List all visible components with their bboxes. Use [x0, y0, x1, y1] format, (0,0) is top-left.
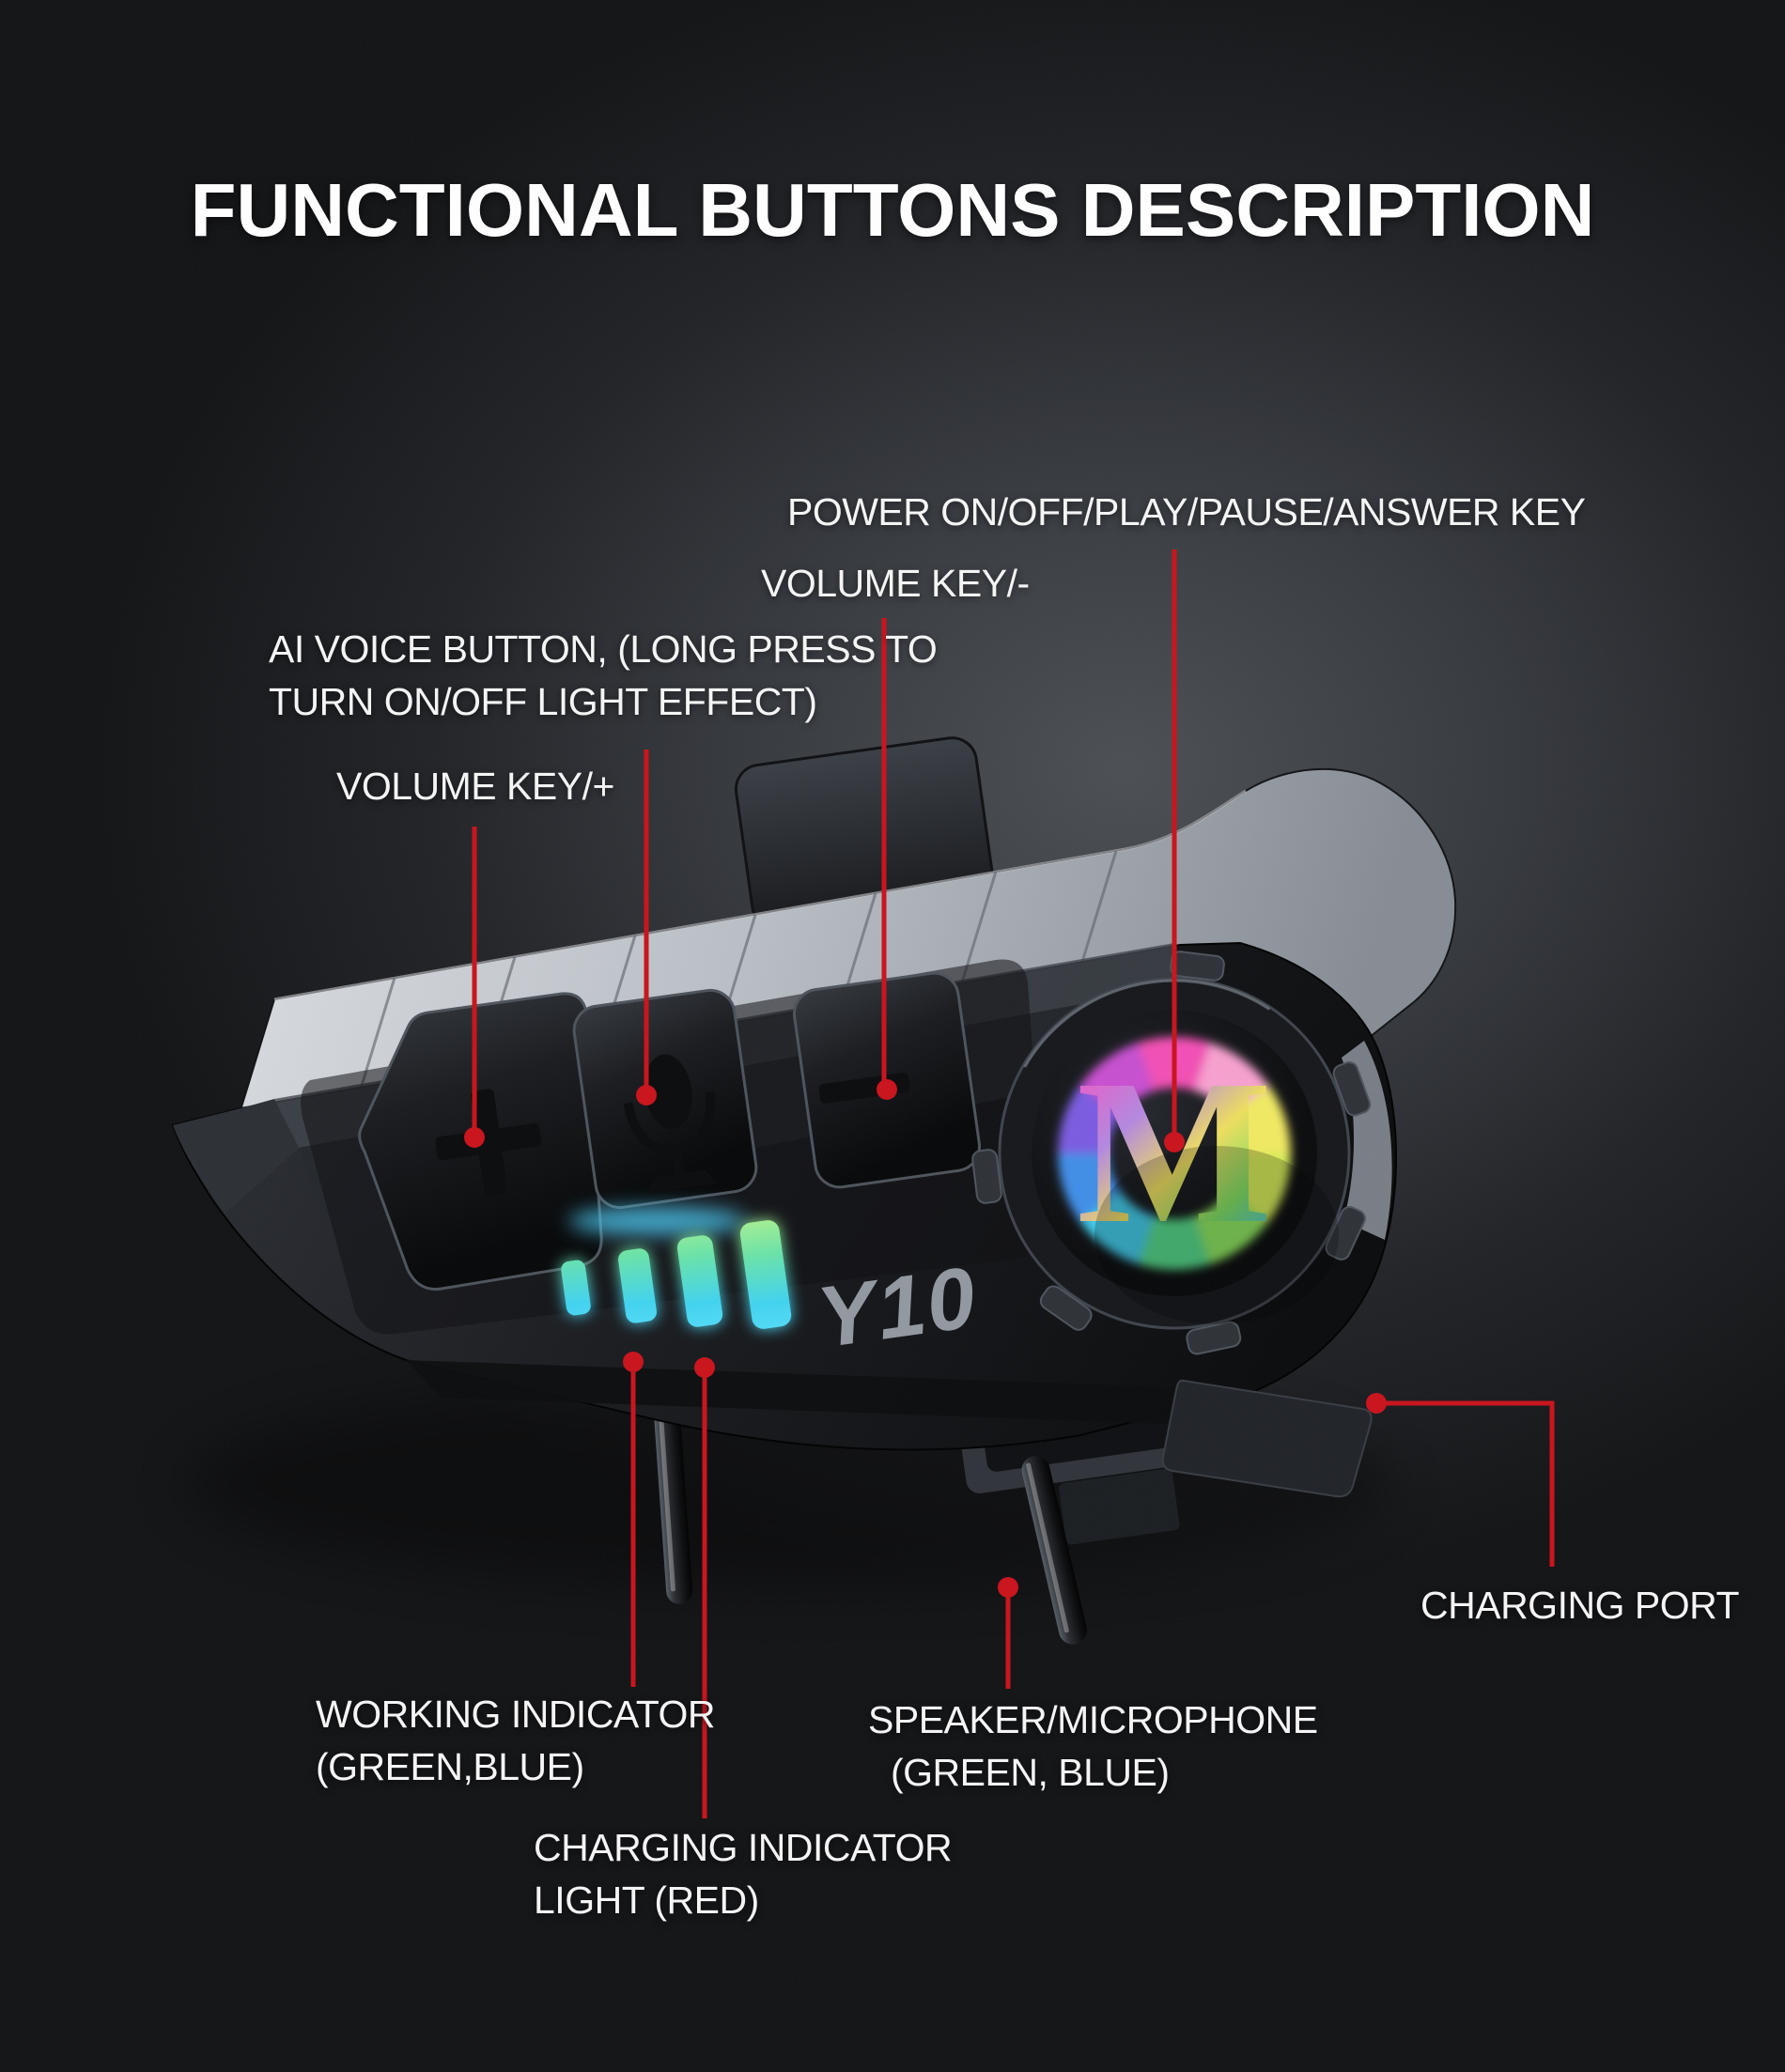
callout-working-indicator-line1: WORKING INDICATOR: [316, 1693, 716, 1736]
leader-power-key: [1164, 549, 1185, 1152]
leader-lines: [464, 549, 1555, 1818]
callout-speaker-microphone-line1: SPEAKER/MICROPHONE: [868, 1698, 1318, 1741]
callout-power-key: POWER ON/OFF/PLAY/PAUSE/ANSWER KEY: [787, 490, 1586, 533]
leader-charging-port: [1366, 1393, 1555, 1567]
leader-volume-minus: [877, 618, 897, 1100]
callout-ai-voice: AI VOICE BUTTON, (LONG PRESS TO TURN ON/…: [269, 624, 938, 729]
leader-speaker-microphone: [998, 1577, 1018, 1689]
callout-charging-indicator: CHARGING INDICATOR LIGHT (RED): [534, 1822, 953, 1927]
callout-volume-minus: VOLUME KEY/-: [761, 562, 1030, 605]
callout-working-indicator: WORKING INDICATOR (GREEN,BLUE): [316, 1689, 716, 1794]
callout-charging-port: CHARGING PORT: [1420, 1584, 1740, 1627]
callout-ai-voice-line2: TURN ON/OFF LIGHT EFFECT): [269, 679, 817, 723]
leader-ai-voice: [636, 750, 657, 1106]
leader-charging-indicator: [694, 1357, 715, 1818]
callout-speaker-microphone: SPEAKER/MICROPHONE (GREEN, BLUE): [868, 1694, 1318, 1800]
callout-charging-indicator-line2: LIGHT (RED): [534, 1878, 759, 1922]
callout-ai-voice-line1: AI VOICE BUTTON, (LONG PRESS TO: [269, 627, 938, 671]
callout-volume-plus: VOLUME KEY/+: [336, 765, 614, 808]
leader-working-indicator: [623, 1352, 644, 1687]
callout-charging-indicator-line1: CHARGING INDICATOR: [534, 1826, 953, 1869]
callout-speaker-microphone-line2: (GREEN, BLUE): [891, 1750, 1170, 1794]
callout-working-indicator-line2: (GREEN,BLUE): [316, 1744, 584, 1788]
leader-volume-plus: [464, 827, 485, 1148]
